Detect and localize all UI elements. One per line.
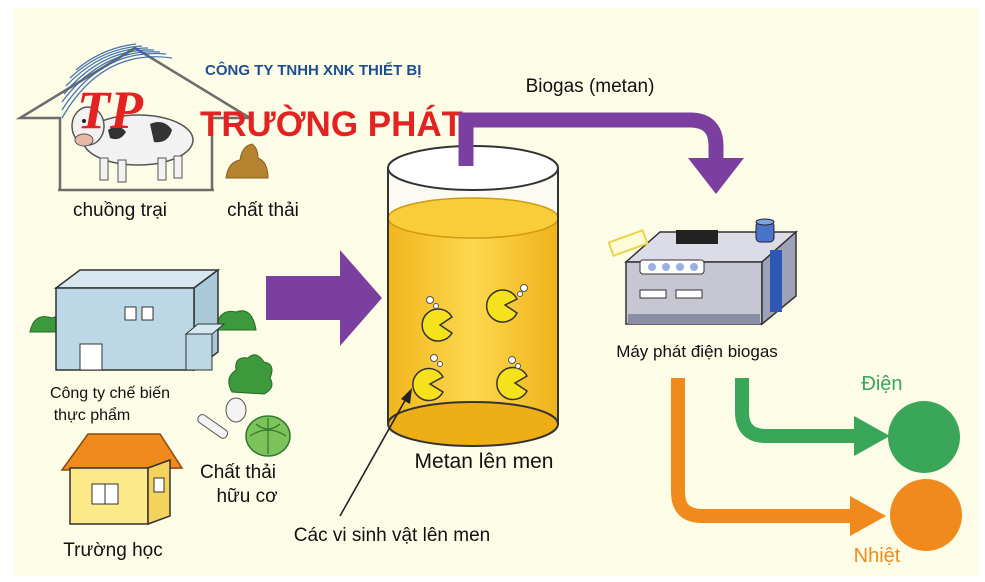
manure-icon <box>225 143 269 179</box>
food-company-label-1: Công ty chế biến <box>50 385 170 402</box>
biogas-label: Biogas (metan) <box>526 76 655 97</box>
biogas-arrow-icon <box>458 112 724 166</box>
school-label: Trường học <box>63 540 162 561</box>
microbe-icon <box>485 284 528 323</box>
heat-arrowhead-icon <box>850 496 886 536</box>
electricity-label: Điện <box>861 373 902 395</box>
microbes-label: Các vi sinh vật lên men <box>294 525 490 546</box>
company-logo: TP CÔNG TY TNHH XNK THIẾT BỊ TRƯỜNG PHÁT <box>61 43 463 144</box>
electricity-arrow-icon <box>735 378 860 443</box>
pointer-arrow-icon <box>339 388 412 517</box>
manure-label: chất thải <box>227 200 299 221</box>
electricity-output-icon <box>888 401 960 473</box>
logo-company-name: TRƯỜNG PHÁT <box>200 104 463 144</box>
electricity-arrowhead-icon <box>854 416 890 456</box>
heat-output-icon <box>890 479 962 551</box>
organic-waste-label-1: Chất thải <box>200 462 276 483</box>
microbe-icon <box>496 356 529 401</box>
microbe-icon <box>421 296 454 342</box>
biogas-arrowhead-icon <box>688 158 744 194</box>
generator-label: Máy phát điện biogas <box>616 342 778 361</box>
vegetables-icon <box>197 354 291 457</box>
heat-arrow-icon <box>671 378 856 523</box>
microbe-icon <box>412 354 445 402</box>
logo-company-line: CÔNG TY TNHH XNK THIẾT BỊ <box>205 61 421 79</box>
barn-label: chuồng trại <box>73 200 167 221</box>
globe-lines-icon <box>61 43 173 119</box>
food-company-label-2: thực phẩm <box>54 406 131 424</box>
organic-waste-label-2: hữu cơ <box>216 486 277 507</box>
cow-icon <box>71 106 194 183</box>
microbe-icons <box>412 284 529 402</box>
barn-icon <box>15 46 255 192</box>
tank-label: Metan lên men <box>415 450 554 473</box>
factory-icon <box>29 268 257 372</box>
logo-monogram: TP <box>77 80 144 140</box>
input-arrow-icon <box>266 250 382 346</box>
school-icon <box>60 433 184 526</box>
generator-icon <box>607 218 798 326</box>
fermentation-tank <box>387 145 559 447</box>
heat-label: Nhiệt <box>854 545 901 567</box>
